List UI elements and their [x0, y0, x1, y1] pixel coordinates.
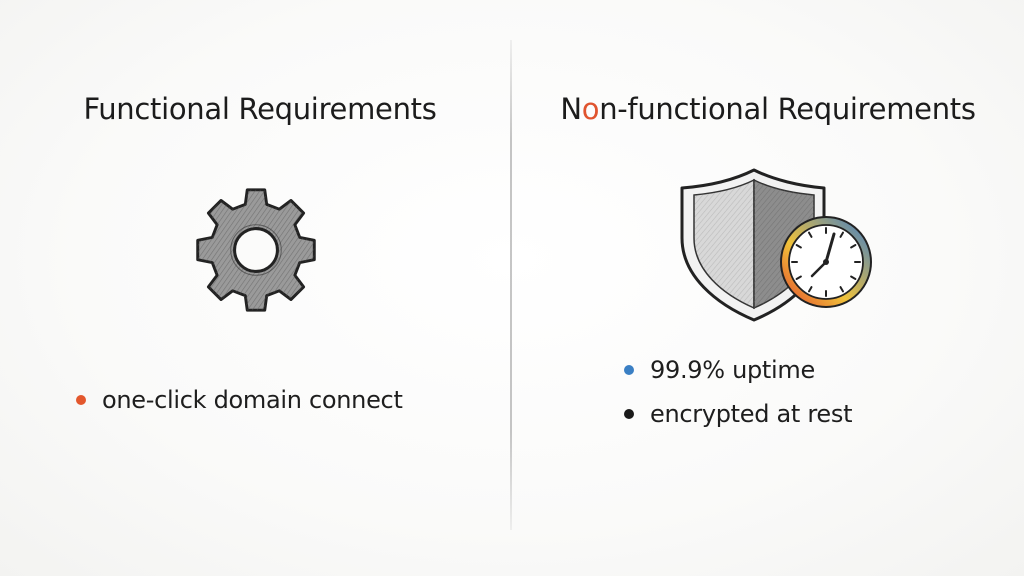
functional-requirements-panel: Functional Requirements one-click domain…: [0, 0, 510, 576]
gear-icon: [196, 188, 316, 312]
non-functional-bullet-list: 99.9% uptime encrypted at rest: [624, 348, 852, 436]
list-item: one-click domain connect: [76, 378, 403, 422]
non-functional-requirements-panel: Non-functional Requirements: [512, 0, 1024, 576]
center-divider: [510, 40, 512, 530]
title-accent-letter: o: [581, 92, 600, 126]
shield-clock-icon: [680, 168, 872, 322]
clock-icon: [780, 216, 872, 308]
list-item: 99.9% uptime: [624, 348, 852, 392]
bullet-text: encrypted at rest: [650, 400, 853, 428]
non-functional-requirements-title: Non-functional Requirements: [512, 92, 1024, 126]
bullet-text: one-click domain connect: [102, 386, 403, 414]
bullet-dot-blue: [624, 365, 634, 375]
bullet-dot-red: [76, 395, 86, 405]
functional-bullet-list: one-click domain connect: [76, 378, 403, 422]
title-part-1: N: [560, 92, 582, 126]
bullet-dot-black: [624, 409, 634, 419]
title-part-2: n-functional Requirements: [599, 92, 976, 126]
list-item: encrypted at rest: [624, 392, 852, 436]
bullet-text: 99.9% uptime: [650, 356, 815, 384]
functional-requirements-title: Functional Requirements: [83, 92, 437, 126]
